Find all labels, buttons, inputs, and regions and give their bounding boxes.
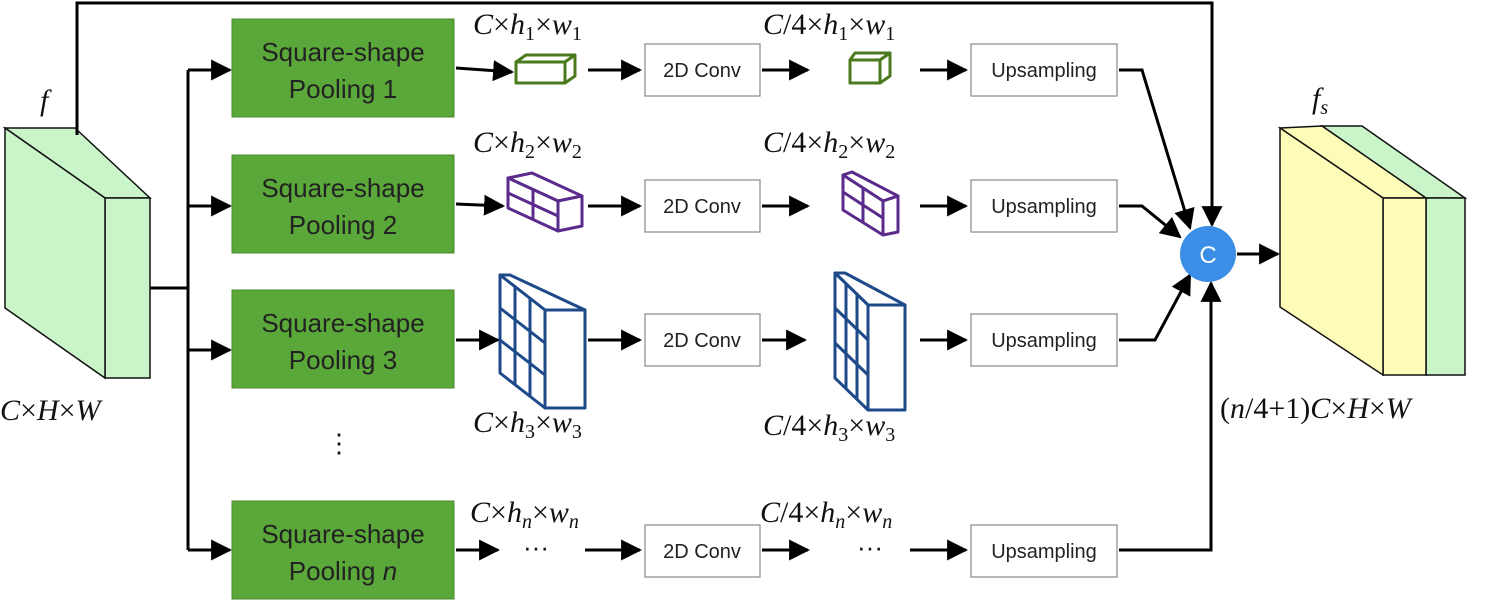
output-dims: (n/4+1)C×H×W [1220,392,1414,425]
upsampling-box-n: Upsampling [970,524,1118,578]
output-feature-map [1277,125,1468,377]
pooled-dims-1: C×h1×w1 [473,8,582,45]
pooled-dims-3: C×h3×w3 [473,406,582,443]
pooled-tensor-1 [514,53,577,85]
skip-connection-arrow [75,1,1223,228]
pool-to-tensor-arrows [455,60,515,561]
pooling-label-top: Square-shape [261,308,424,338]
pooling-label-bottom: Pooling 2 [289,210,397,240]
vertical-ellipsis: ⋮ [326,428,352,458]
output-label: fs [1312,82,1328,119]
pooled-dims-n: C×hn×wn [470,496,579,533]
upsampling-label: Upsampling [991,541,1097,563]
conv-dims-1: C/4×h1×w1 [763,8,895,45]
conv-tensor-1 [848,51,892,85]
pooling-label-bottom: Pooling 1 [289,74,397,104]
conv-label: 2D Conv [663,60,741,82]
input-dims: C×H×W [0,394,104,427]
branch-connectors [150,59,233,561]
tensor-to-conv-arrows [585,59,643,561]
upsampling-label: Upsampling [991,330,1097,352]
pooling-label-bottom: Pooling n [289,556,397,586]
pooling-label-top: Square-shape [261,519,424,549]
pooled-placeholder-n: ··· [523,532,549,562]
conv-box-1: 2D Conv [644,43,761,97]
conv-dims-2: C/4×h2×w2 [763,126,895,163]
conv-dims-n: C/4×hn×wn [760,496,892,533]
conv-dims-3: C/4×h3×w3 [763,409,895,446]
upsampling-to-concat-arrows [1119,68,1222,552]
conv-tensor-3 [833,271,907,412]
pooling-box-n: Square-shape Pooling n [231,500,455,600]
pooling-box-1: Square-shape Pooling 1 [231,18,455,118]
conv-placeholder-n: ··· [857,532,883,562]
pooling-label-bottom: Pooling 3 [289,345,397,375]
conv-label: 2D Conv [663,541,741,563]
conv-to-tensor-arrows [762,59,811,561]
conv-label: 2D Conv [663,330,741,352]
conv-box-n: 2D Conv [644,524,761,578]
upsampling-box-1: Upsampling [970,43,1118,97]
tensor-to-upsampling-arrows [910,59,969,561]
upsampling-label: Upsampling [991,196,1097,218]
pooling-box-2: Square-shape Pooling 2 [231,154,455,254]
concat-node: C [1180,226,1236,282]
input-label: f [40,84,52,117]
upsampling-box-3: Upsampling [970,313,1118,367]
pooled-tensor-3 [498,273,587,410]
pooled-dims-2: C×h2×w2 [473,126,582,163]
input-feature-map [2,126,152,380]
conv-tensor-2 [841,170,900,237]
pooling-box-3: Square-shape Pooling 3 [231,289,455,389]
conv-box-2: 2D Conv [644,179,761,233]
upsampling-box-2: Upsampling [970,179,1118,233]
pooling-label-top: Square-shape [261,173,424,203]
upsampling-label: Upsampling [991,60,1097,82]
pooling-label-top: Square-shape [261,37,424,67]
concat-label: C [1199,242,1216,269]
conv-box-3: 2D Conv [644,313,761,367]
conv-label: 2D Conv [663,196,741,218]
pooled-tensor-2 [506,171,584,233]
